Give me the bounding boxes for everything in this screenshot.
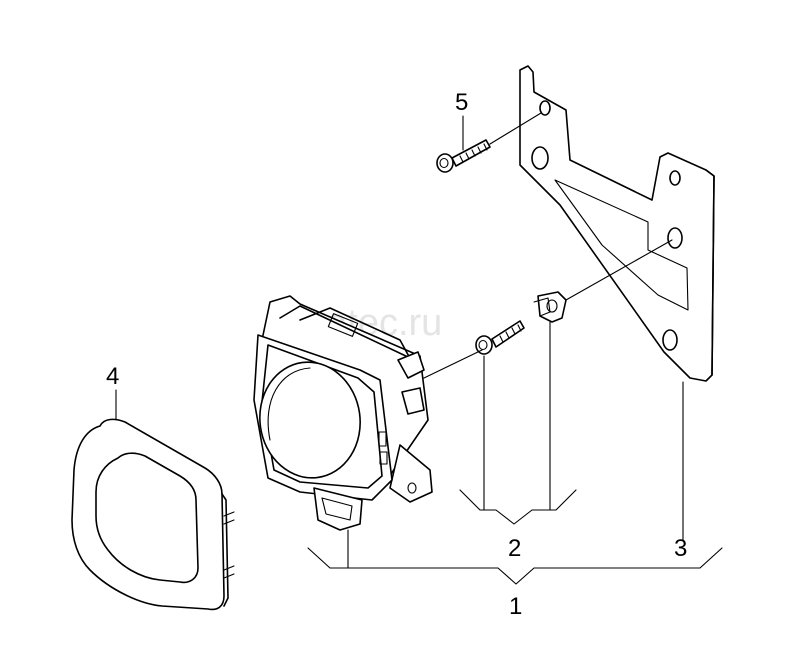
callout-number-1: 1 bbox=[509, 593, 522, 620]
callout-2-bracket bbox=[459, 321, 577, 525]
cover-frame bbox=[71, 418, 235, 611]
callout-number-3: 3 bbox=[674, 535, 687, 562]
callout-number-2: 2 bbox=[508, 535, 521, 562]
callout-number-5: 5 bbox=[455, 89, 468, 116]
radar-sensor bbox=[253, 295, 483, 531]
mounting-bracket bbox=[519, 65, 715, 382]
clip-nut bbox=[533, 239, 673, 323]
callout-number-4: 4 bbox=[106, 363, 119, 390]
screw-2 bbox=[475, 320, 525, 355]
callout-1-bracket bbox=[307, 529, 723, 585]
screw-5 bbox=[436, 112, 542, 173]
